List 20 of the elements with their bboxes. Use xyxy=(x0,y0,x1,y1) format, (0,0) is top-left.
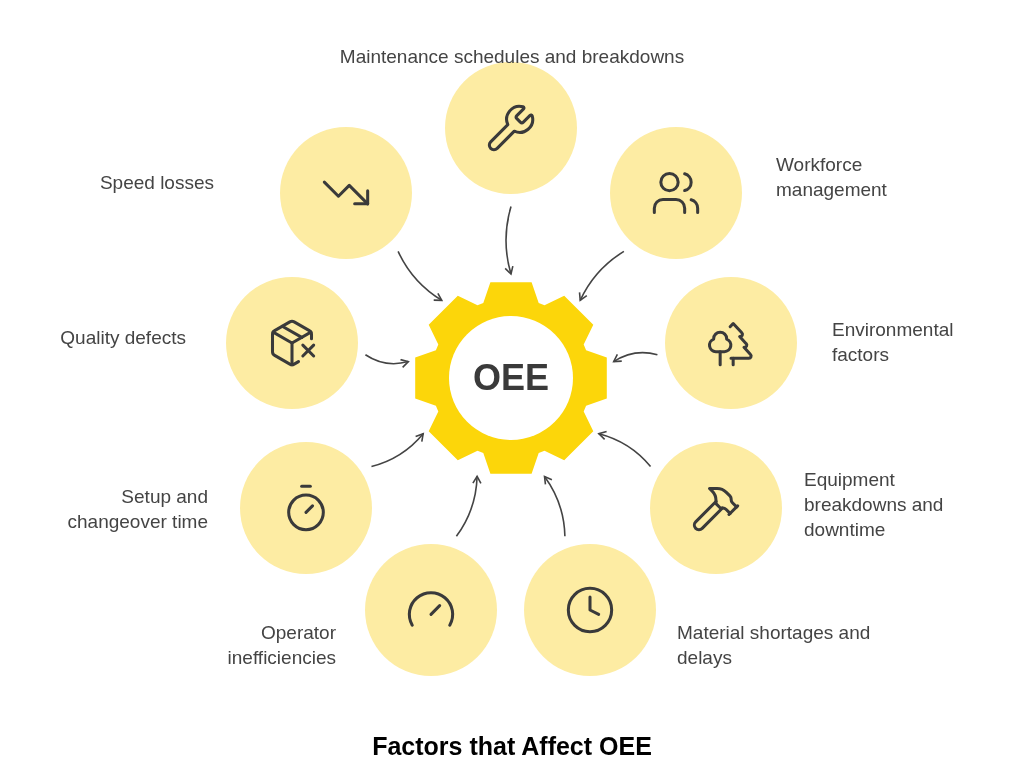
factor-label: Equipment breakdowns and downtime xyxy=(804,468,945,542)
factor-label: Workforce management xyxy=(776,153,888,202)
diagram-title: Factors that Affect OEE xyxy=(371,731,653,762)
curved-arrow xyxy=(397,250,443,302)
curved-arrow xyxy=(455,475,482,538)
center-label: OEE xyxy=(473,356,549,400)
curved-arrow xyxy=(504,205,514,275)
curved-arrow xyxy=(364,353,410,368)
curved-arrow xyxy=(612,351,659,363)
curved-arrow xyxy=(598,430,652,468)
factor-label: Operator inefficiencies xyxy=(226,621,336,670)
factor-label: Material shortages and delays xyxy=(677,621,872,670)
curved-arrow xyxy=(543,475,566,538)
factor-label: Setup and changeover time xyxy=(66,485,208,534)
factor-label: Maintenance schedules and breakdowns xyxy=(338,45,686,69)
curved-arrow xyxy=(370,432,424,468)
factor-label: Quality defects xyxy=(59,326,186,350)
factor-label: Speed losses xyxy=(98,171,214,195)
curved-arrow xyxy=(578,250,625,302)
factor-label: Environmental factors xyxy=(832,318,955,367)
